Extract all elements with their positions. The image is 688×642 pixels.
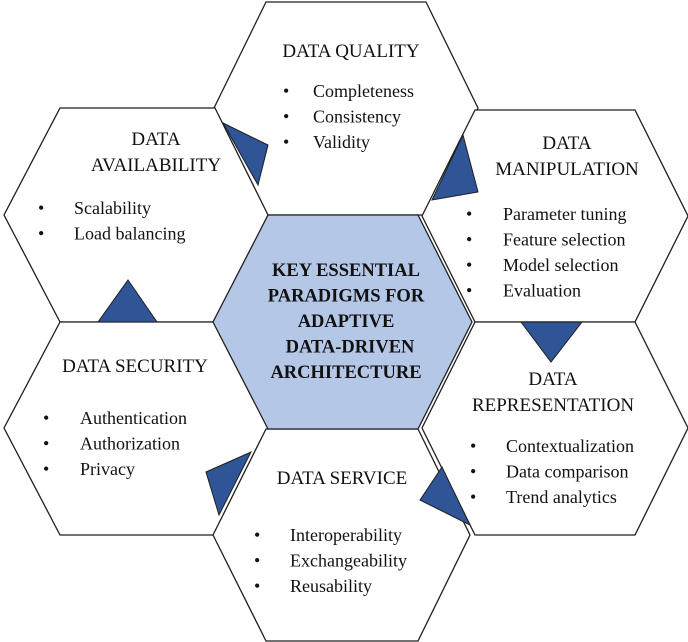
data-representation-list-item: Data comparison xyxy=(506,462,628,482)
arrow-availability-to-security-triangle xyxy=(97,279,158,323)
center-title-line: PARADIGMS FOR xyxy=(268,287,425,307)
bullet-icon: • xyxy=(254,576,260,596)
bullet-icon: • xyxy=(283,81,289,101)
bullet-icon: • xyxy=(466,255,472,275)
bullet-icon: • xyxy=(43,434,49,454)
data-manipulation-list-item: Feature selection xyxy=(503,230,625,250)
data-security-list-item: Authentication xyxy=(80,408,187,428)
data-availability-title: AVAILABILITY xyxy=(91,155,221,176)
arrow-quality-to-manipulation-triangle xyxy=(221,121,269,187)
data-manipulation-list-item: Evaluation xyxy=(503,281,581,301)
bullet-icon: • xyxy=(43,408,49,428)
data-availability-title: DATA xyxy=(131,129,180,150)
data-manipulation-list-item: Parameter tuning xyxy=(503,204,626,224)
center-title-line: DATA-DRIVEN xyxy=(286,338,415,358)
data-quality-list-item: Consistency xyxy=(313,107,401,127)
arrow-manipulation-down-triangle xyxy=(520,321,584,363)
data-representation-list-item: Contextualization xyxy=(506,436,634,456)
bullet-icon: • xyxy=(466,281,472,301)
center-hexagon xyxy=(212,214,473,430)
bullet-icon: • xyxy=(43,459,49,479)
bullet-icon: • xyxy=(283,107,289,127)
data-quality-list-item: Completeness xyxy=(313,81,414,101)
data-representation-hexagon xyxy=(421,321,688,536)
bullet-icon: • xyxy=(254,551,260,571)
center-title-line: ARCHITECTURE xyxy=(270,363,421,383)
data-service-list-item: Interoperability xyxy=(290,525,402,545)
bullet-icon: • xyxy=(466,230,472,250)
bullet-icon: • xyxy=(466,204,472,224)
data-service-title: DATA SERVICE xyxy=(277,468,408,489)
arrow-security-to-service-triangle xyxy=(205,450,253,517)
data-availability-list-item: Load balancing xyxy=(74,224,185,244)
bullet-icon: • xyxy=(38,224,44,244)
center-title-line: ADAPTIVE xyxy=(298,312,395,332)
bullet-icon: • xyxy=(254,525,260,545)
data-representation-title: REPRESENTATION xyxy=(472,395,634,416)
bullet-icon: • xyxy=(470,462,476,482)
data-quality-title: DATA QUALITY xyxy=(282,41,420,62)
bullet-icon: • xyxy=(38,198,44,218)
data-security-title: DATA SECURITY xyxy=(62,356,208,377)
data-manipulation-list-item: Model selection xyxy=(503,255,618,275)
data-security-list-item: Authorization xyxy=(80,434,180,454)
arrow-service-to-representation-triangle xyxy=(419,465,472,527)
data-representation-list-item: Trend analytics xyxy=(506,487,617,507)
data-manipulation-title: MANIPULATION xyxy=(495,159,639,180)
data-manipulation-title: DATA xyxy=(542,133,591,154)
center-title-line: KEY ESSENTIAL xyxy=(272,261,420,281)
bullet-icon: • xyxy=(470,487,476,507)
data-service-list-item: Exchangeability xyxy=(290,551,407,571)
bullet-icon: • xyxy=(283,132,289,152)
data-quality-list-item: Validity xyxy=(313,132,370,152)
bullet-icon: • xyxy=(470,436,476,456)
data-availability-list-item: Scalability xyxy=(74,198,151,218)
arrow-manipulation-to-representation-triangle xyxy=(431,133,479,201)
data-service-list-item: Reusability xyxy=(290,576,372,596)
data-security-list-item: Privacy xyxy=(80,459,135,479)
data-representation-title: DATA xyxy=(528,369,577,390)
